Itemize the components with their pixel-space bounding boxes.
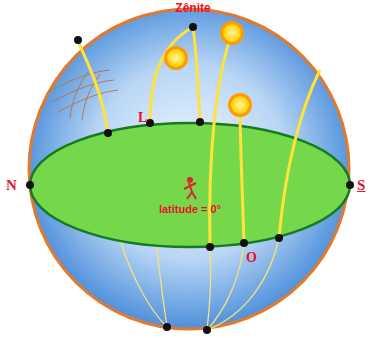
sky-sphere: [29, 9, 349, 329]
grid-lines: [48, 70, 118, 120]
zenith-label: Zênite: [175, 2, 210, 14]
latitude-label: latitude = 0°: [159, 204, 221, 215]
north-label: N: [6, 178, 17, 193]
observer-figure: [184, 177, 196, 199]
south-label: S: [357, 178, 365, 193]
east-label: L: [138, 111, 147, 125]
sun-symbols: [164, 21, 252, 117]
sun-paths: [78, 27, 320, 247]
path-points: [26, 23, 354, 334]
west-label: O: [246, 251, 257, 265]
horizon-plane: [30, 123, 350, 247]
